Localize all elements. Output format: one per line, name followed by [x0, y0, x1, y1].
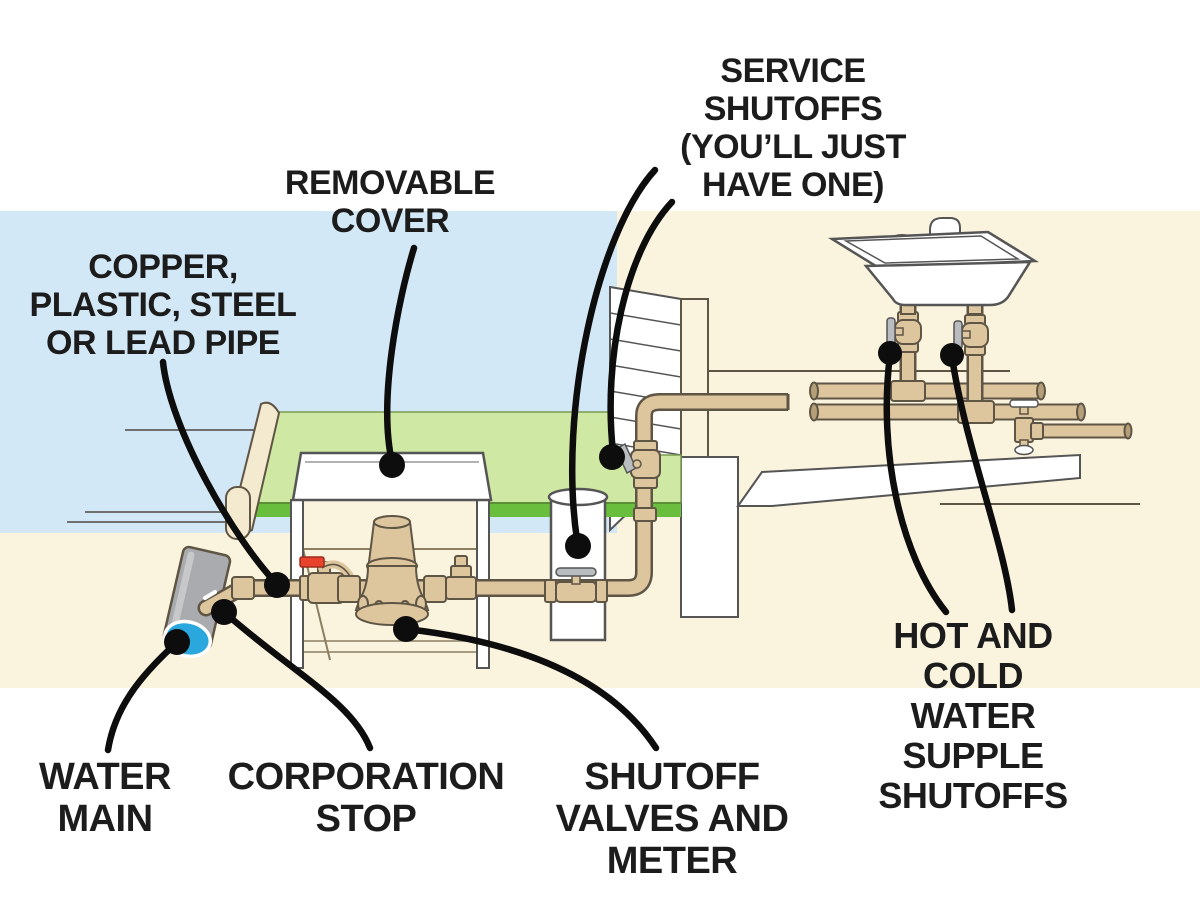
dot-removable-cover [379, 452, 405, 478]
service-shutoff-valve-outdoor [615, 440, 661, 489]
callout-line-hot-shutoff [883, 351, 950, 616]
meter-outlet-fitting [445, 555, 477, 600]
callout-line-shutoff-meter [402, 625, 660, 752]
callout-line-corporation-stop [220, 608, 374, 752]
street-lines [67, 429, 262, 523]
label-service-shutoffs: SERVICE SHUTOFFS (YOU’LL JUST HAVE ONE) [680, 52, 906, 204]
label-corporation-stop: CORPORATION STOP [227, 756, 505, 840]
sink [827, 217, 1040, 315]
cold-supply-shutoff [886, 311, 922, 353]
red-valve-handle [299, 556, 325, 568]
callout-line-service-shutoff-a [607, 198, 676, 456]
dot-hot-shutoff [940, 343, 964, 367]
callout-line-service-shutoff-b [569, 166, 659, 544]
dot-corporation-stop [211, 599, 237, 625]
dot-service-pipe [264, 572, 290, 598]
dot-outdoor-shutoff [599, 444, 625, 470]
curb-stop-valve [544, 567, 608, 603]
distribution-pipes [809, 381, 1133, 440]
callout-line-copper-pipe [159, 358, 280, 587]
callout-dots [164, 341, 964, 655]
curb-valve-handle [555, 567, 597, 577]
label-shutoff-valves-meter: SHUTOFF VALVES AND METER [555, 756, 789, 882]
callout-line-cold-shutoff [948, 353, 1016, 614]
service-pipe [236, 393, 790, 597]
floor-beam [736, 453, 1081, 507]
dot-cold-shutoff [878, 341, 902, 365]
hot-supply-shutoff [953, 314, 989, 356]
house-wall-column [680, 298, 709, 458]
water-meter [337, 515, 447, 626]
label-copper-pipe: COPPER, PLASTIC, STEEL OR LEAD PIPE [29, 248, 297, 362]
label-water-main: WATER MAIN [39, 756, 171, 840]
label-removable-cover: REMOVABLE COVER [284, 164, 496, 240]
dot-meter [393, 616, 419, 642]
sink-basin [863, 260, 1033, 307]
callout-line-removable-cover [384, 244, 418, 466]
drain-valve [1009, 399, 1044, 456]
dot-curb-box [565, 533, 591, 559]
corporation-stop [197, 576, 255, 617]
curb-box [547, 487, 609, 642]
dot-water-main [164, 629, 190, 655]
foundation-wall [680, 456, 739, 618]
sink-supply-valves [886, 304, 995, 424]
label-hot-cold-shutoffs: HOT AND COLD WATER SUPPLE SHUTOFFS [878, 615, 1068, 816]
callout-lines [104, 166, 1016, 754]
